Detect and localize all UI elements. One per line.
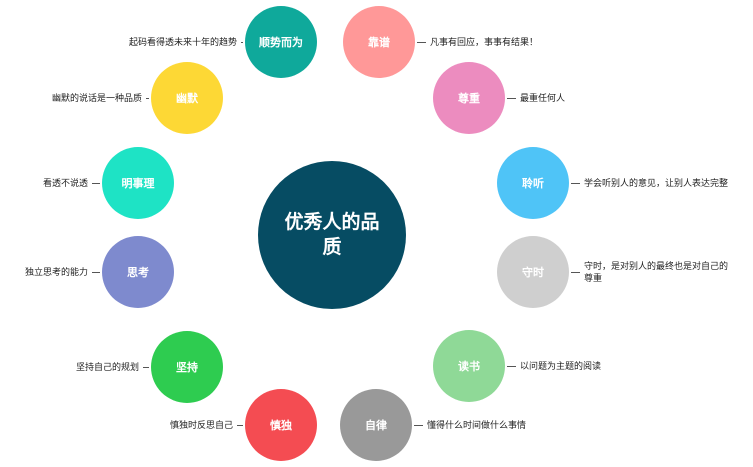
node-shoushi[interactable]: 守时 xyxy=(497,236,569,308)
node-desc: 看透不说透 xyxy=(43,179,89,189)
node-kaopu[interactable]: 靠谱 xyxy=(343,6,415,78)
node-label: 自律 xyxy=(365,419,387,432)
node-shendu[interactable]: 慎独 xyxy=(245,389,317,461)
node-desc: 幽默的说话是一种品质 xyxy=(52,94,143,104)
node-label: 读书 xyxy=(458,360,480,373)
connector-line xyxy=(507,366,516,367)
node-zunzhong[interactable]: 尊重 xyxy=(433,62,505,134)
node-desc: 起码看得透未来十年的趋势 xyxy=(129,38,238,48)
node-shunshi[interactable]: 顺势而为 xyxy=(245,6,317,78)
connector-line xyxy=(241,42,243,43)
center-node[interactable]: 优秀人的品质 xyxy=(258,161,406,309)
node-desc: 懂得什么时间做什么事情 xyxy=(427,421,527,431)
node-desc: 以问题为主题的阅读 xyxy=(520,362,602,372)
node-label: 慎独 xyxy=(270,419,292,432)
connector-line xyxy=(417,42,426,43)
node-desc: 慎独时反思自己 xyxy=(170,421,234,431)
node-desc: 凡事有回应，事事有结果！ xyxy=(430,38,539,48)
node-mingshili[interactable]: 明事理 xyxy=(102,147,174,219)
node-dushu[interactable]: 读书 xyxy=(433,330,505,402)
node-sikao[interactable]: 思考 xyxy=(102,236,174,308)
node-label: 明事理 xyxy=(121,177,155,190)
node-label: 守时 xyxy=(522,266,544,279)
node-desc: 学会听别人的意见，让别人表达完整 xyxy=(584,179,729,189)
connector-line xyxy=(146,98,149,99)
node-label: 幽默 xyxy=(176,92,198,105)
node-label: 顺势而为 xyxy=(259,36,303,49)
node-pingting[interactable]: 聆听 xyxy=(497,147,569,219)
node-label: 靠谱 xyxy=(368,36,390,49)
connector-line xyxy=(237,425,243,426)
node-label: 尊重 xyxy=(458,92,480,105)
node-label: 聆听 xyxy=(522,177,544,190)
connector-line xyxy=(414,425,423,426)
connector-line xyxy=(571,272,580,273)
node-desc: 坚持自己的规划 xyxy=(76,363,140,373)
node-youmo[interactable]: 幽默 xyxy=(151,62,223,134)
connector-line xyxy=(92,183,100,184)
connector-line xyxy=(143,367,149,368)
node-label: 坚持 xyxy=(176,361,198,374)
connector-line xyxy=(92,272,100,273)
node-jianchi[interactable]: 坚持 xyxy=(151,331,223,403)
node-zilv[interactable]: 自律 xyxy=(340,389,412,461)
node-desc: 最重任何人 xyxy=(520,94,566,104)
node-desc: 独立思考的能力 xyxy=(25,268,89,278)
node-label: 思考 xyxy=(127,266,149,279)
connector-line xyxy=(571,183,580,184)
center-title: 优秀人的品质 xyxy=(284,211,380,258)
node-desc: 守时，是对别人的最终也是对自己的尊重 xyxy=(584,262,729,284)
connector-line xyxy=(507,98,516,99)
